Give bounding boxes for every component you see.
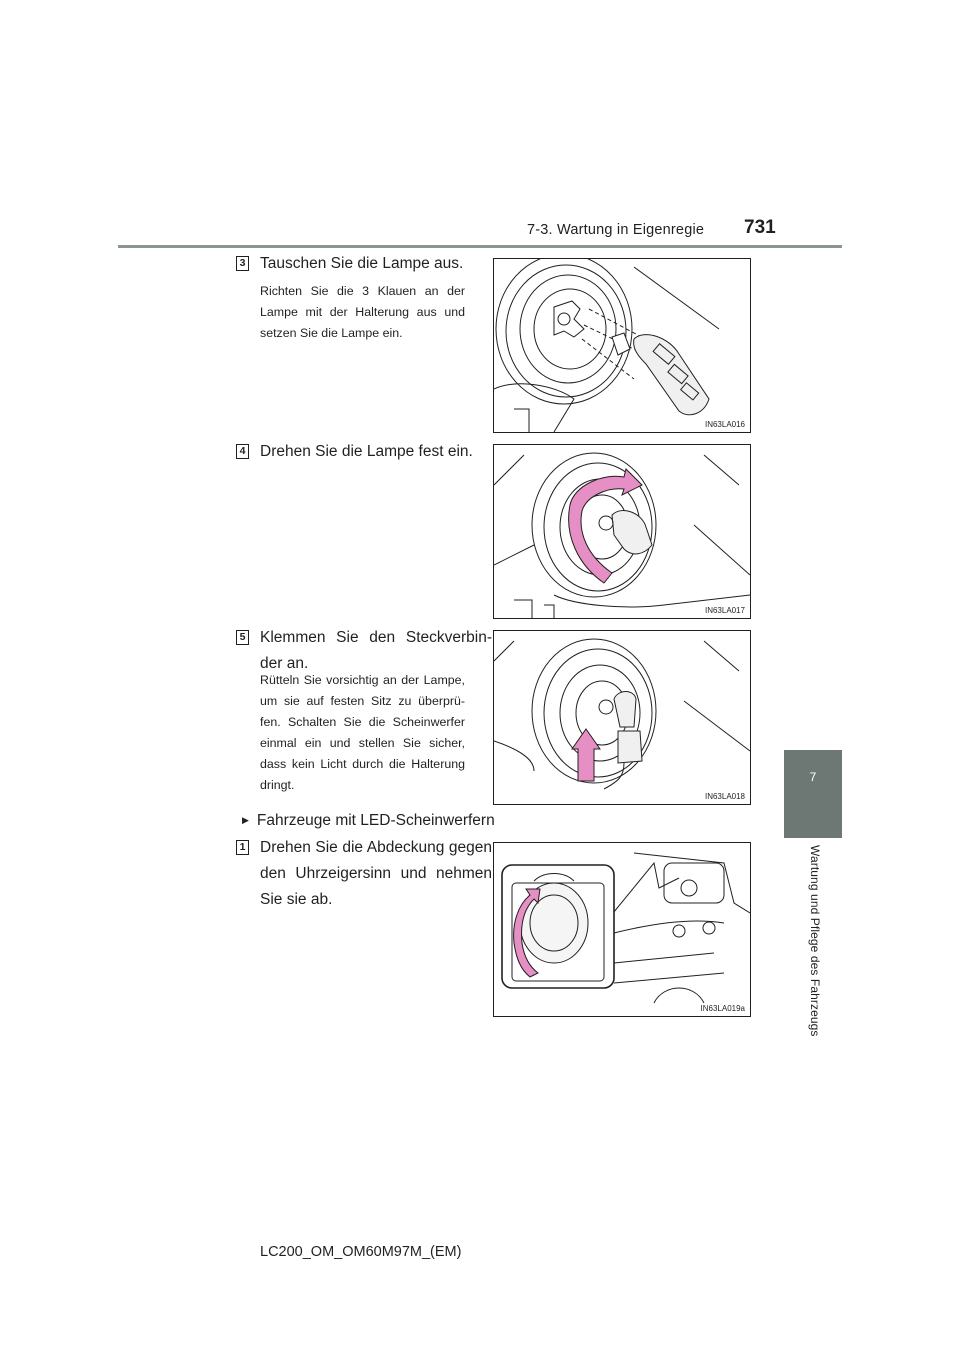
figure-code: IN63LA019a bbox=[699, 1004, 746, 1013]
figure-connector-attach: IN63LA018 bbox=[493, 630, 751, 805]
step-number-badge: 1 bbox=[236, 840, 249, 855]
chapter-tab: 7 bbox=[784, 750, 842, 838]
page-number: 731 bbox=[744, 217, 776, 238]
step-title: Drehen Sie die Lampe fest ein. bbox=[260, 443, 473, 460]
step-description: Rütteln Sie vorsichtig an der Lampe, um … bbox=[260, 673, 465, 792]
figure-code: IN63LA018 bbox=[703, 792, 746, 801]
chapter-title: Wartung und Pflege des Fahrzeugs bbox=[808, 845, 822, 1037]
subheading-text: Fahrzeuge mit LED-Scheinwerfern bbox=[256, 812, 495, 829]
step-number-badge: 3 bbox=[236, 256, 249, 271]
step-title: Klemmen Sie den Steckverbin-der an. bbox=[260, 629, 492, 672]
figure-code: IN63LA016 bbox=[703, 420, 746, 429]
figure-bulb-rotate: IN63LA017 bbox=[493, 444, 751, 619]
step-title: Drehen Sie die Abdeckung gegen den Uhrze… bbox=[260, 839, 492, 908]
figure-code: IN63LA017 bbox=[703, 606, 746, 615]
figure-bulb-insert: IN63LA016 bbox=[493, 258, 751, 433]
subheading: ▶ Fahrzeuge mit LED-Scheinwerfern bbox=[242, 812, 495, 830]
section-title: 7-3. Wartung in Eigenregie bbox=[527, 222, 705, 238]
step-number-badge: 5 bbox=[236, 630, 249, 645]
step-title: Tauschen Sie die Lampe aus. bbox=[260, 255, 464, 272]
footer-document-code: LC200_OM_OM60M97M_(EM) bbox=[260, 1244, 462, 1260]
header-divider bbox=[118, 245, 842, 248]
chapter-number: 7 bbox=[809, 770, 817, 784]
step-number-badge: 4 bbox=[236, 444, 249, 459]
step-description: Richten Sie die 3 Klauen an der Lampe mi… bbox=[260, 284, 465, 340]
figure-cover-remove: IN63LA019a bbox=[493, 842, 751, 1017]
triangle-bullet-icon: ▶ bbox=[242, 815, 249, 825]
